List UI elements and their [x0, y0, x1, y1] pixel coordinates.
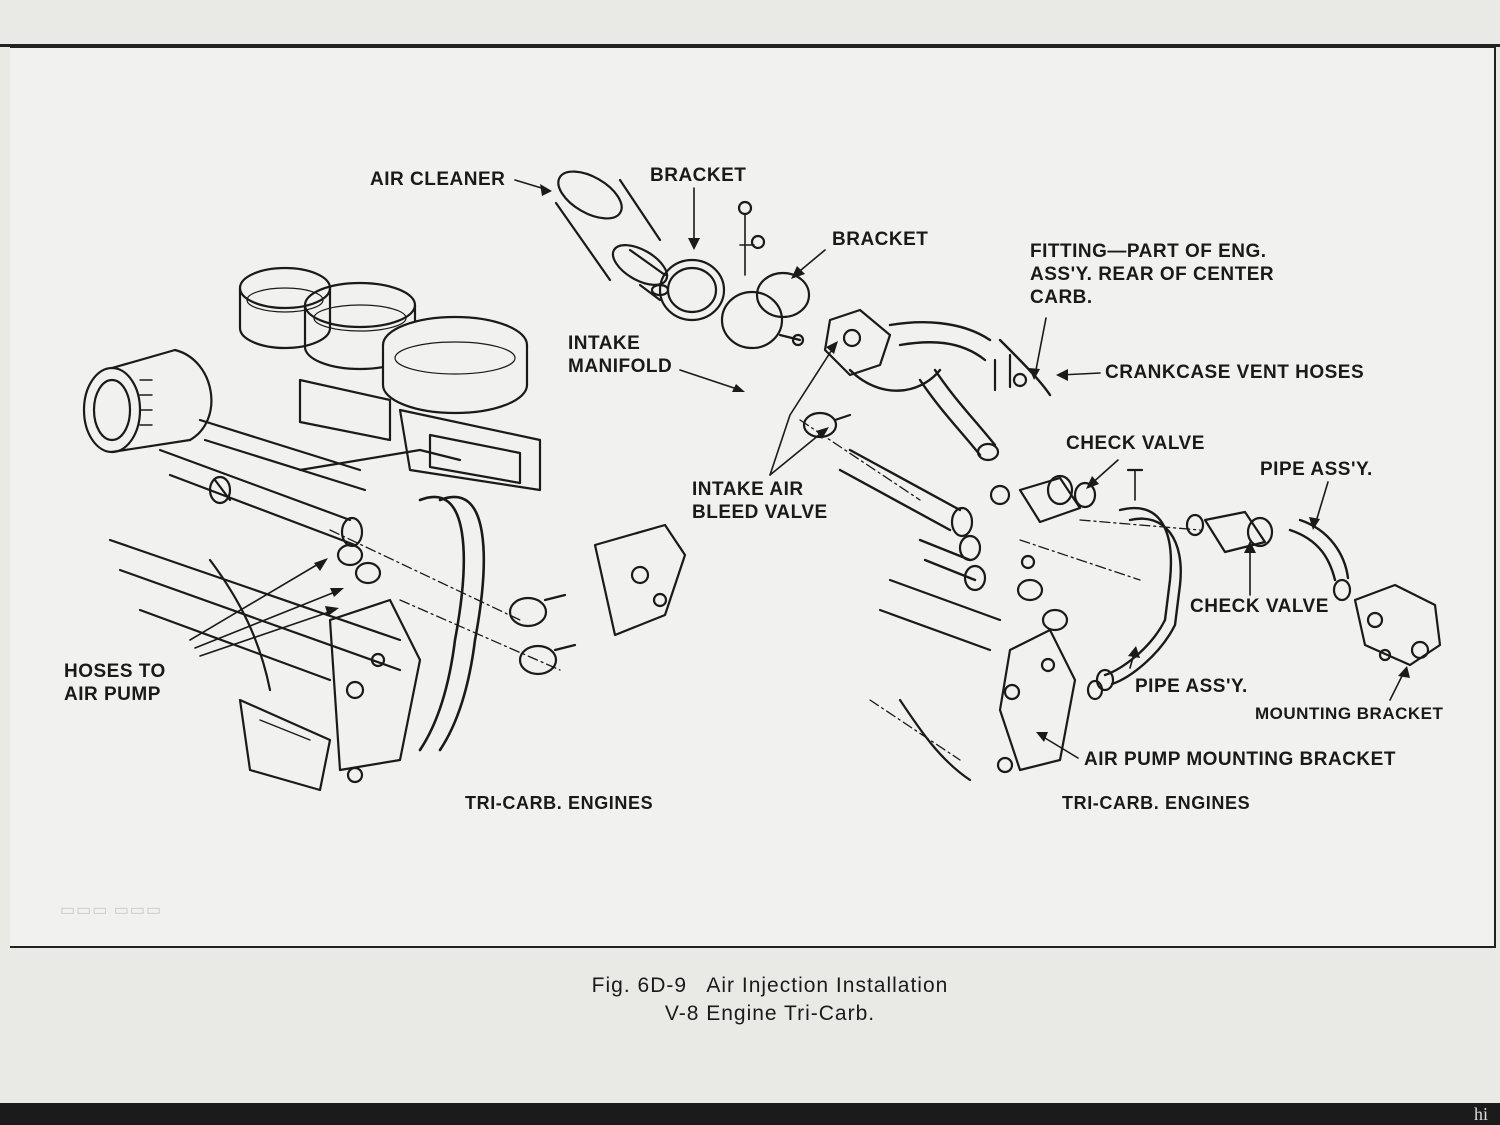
bleed-through-text: ▭▭▭ ▭▭▭ — [60, 902, 163, 919]
figure-caption: Fig. 6D-9 Air Injection Installation V-8… — [530, 972, 1010, 1028]
page-top-rule — [0, 44, 1500, 47]
label-intake-air-bleed-line1: INTAKE AIR — [692, 479, 804, 500]
leader-arrowheads — [314, 184, 1410, 742]
left-view-title: TRI-CARB. ENGINES — [465, 793, 654, 813]
label-fitting-line2: ASS'Y. REAR OF CENTER — [1030, 264, 1275, 285]
caption-line1: Fig. 6D-9 Air Injection Installation — [591, 974, 949, 997]
label-pipe-assy-upper: PIPE ASS'Y. — [1260, 459, 1373, 480]
mounting-bracket-shape — [1353, 583, 1442, 667]
bracket-rings — [658, 200, 811, 350]
figure-frame — [10, 46, 1496, 948]
label-check-valve-upper: CHECK VALVE — [1066, 433, 1205, 454]
label-intake-manifold-line2: MANIFOLD — [568, 356, 673, 377]
caption-line2: V-8 Engine Tri-Carb. — [664, 1002, 876, 1025]
label-crankcase-vent-hoses: CRANKCASE VENT HOSES — [1105, 362, 1365, 383]
label-check-valve-lower: CHECK VALVE — [1190, 596, 1329, 617]
air-pump-mounting-bracket-shape — [996, 628, 1077, 774]
label-intake-manifold: INTAKE MANIFOLD — [568, 332, 672, 378]
right-engine-illustration — [799, 308, 1442, 782]
label-fitting: FITTING—PART OF ENG. ASS'Y. REAR OF CENT… — [1030, 240, 1274, 309]
check-valve-2 — [1185, 510, 1274, 554]
label-fitting-line3: CARB. — [1030, 287, 1093, 308]
label-intake-manifold-line1: INTAKE — [568, 333, 641, 354]
label-bracket-top: BRACKET — [650, 165, 747, 186]
label-air-pump-mounting-bracket: AIR PUMP MOUNTING BRACKET — [1084, 749, 1396, 770]
label-mounting-bracket: MOUNTING BRACKET — [1255, 704, 1444, 723]
label-fitting-line1: FITTING—PART OF ENG. — [1030, 241, 1267, 262]
next-page-shadow — [0, 1103, 1500, 1125]
label-pipe-assy-lower: PIPE ASS'Y. — [1135, 676, 1248, 697]
label-bracket-right: BRACKET — [832, 229, 929, 250]
label-hoses-line2: AIR PUMP — [64, 684, 161, 705]
next-page-text-fragment: hi — [1473, 1104, 1488, 1124]
left-air-pump — [82, 348, 213, 454]
label-air-cleaner: AIR CLEANER — [370, 169, 506, 190]
label-hoses-line1: HOSES TO — [64, 661, 166, 682]
label-intake-air-bleed-valve: INTAKE AIR BLEED VALVE — [692, 478, 828, 524]
check-valve-1 — [989, 474, 1097, 524]
carb-air-cleaner-3 — [381, 315, 529, 415]
leader-lines — [514, 179, 1406, 759]
label-hoses-to-air-pump: HOSES TO AIR PUMP — [64, 660, 166, 706]
right-view-title: TRI-CARB. ENGINES — [1062, 793, 1251, 813]
left-engine-illustration — [82, 266, 687, 792]
label-intake-air-bleed-line2: BLEED VALVE — [692, 502, 828, 523]
carb-air-cleaner-1 — [238, 266, 332, 350]
